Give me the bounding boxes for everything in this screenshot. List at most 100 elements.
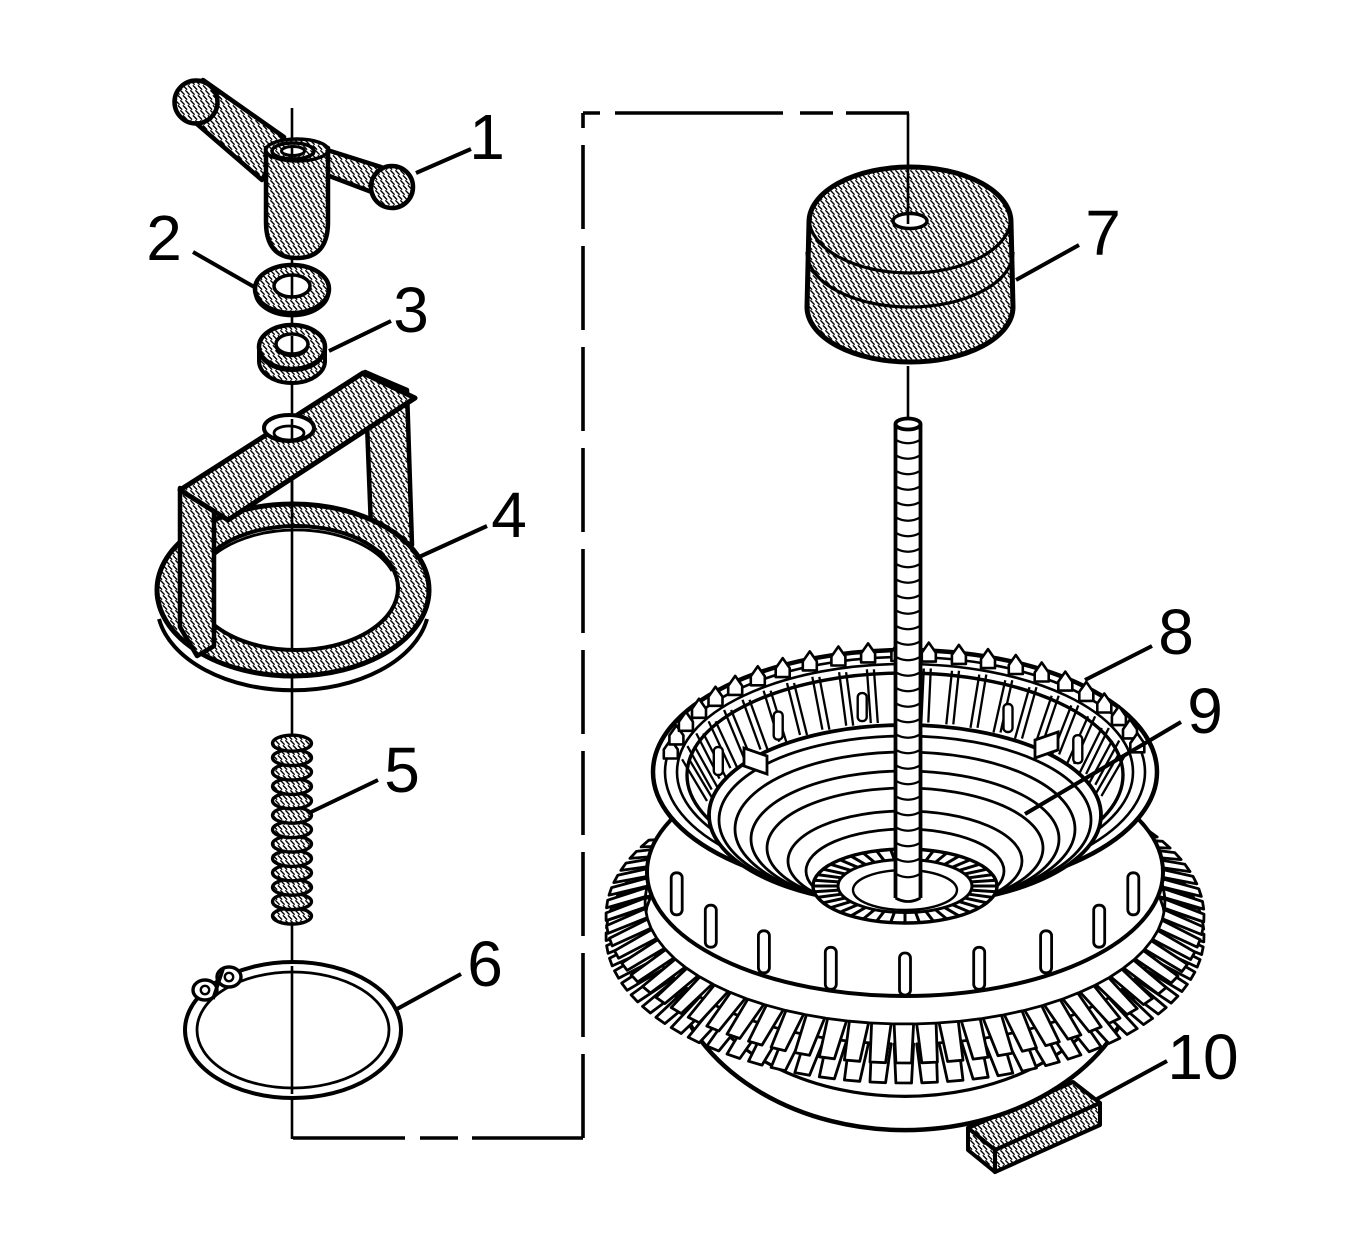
drum-rib <box>1020 686 1038 739</box>
rod-threads <box>895 438 921 879</box>
drum-rib <box>1100 753 1127 797</box>
callout-label-8: 8 <box>1158 596 1194 668</box>
piston-disc-edge-1 <box>807 217 1013 275</box>
bracket-beam <box>177 370 418 523</box>
rim-peg <box>859 642 877 664</box>
wall-slot <box>856 691 868 723</box>
callout-label-1: 1 <box>469 101 505 173</box>
callout-label-3: 3 <box>393 274 429 346</box>
hub-spline-tooth <box>813 888 839 894</box>
callout-label-2: 2 <box>146 202 182 274</box>
rim-peg <box>920 641 938 663</box>
rod-thread <box>895 454 921 460</box>
gear-tooth <box>1162 887 1206 911</box>
callout-label-4: 4 <box>491 479 527 551</box>
hub-spline-tooth <box>964 867 988 876</box>
rim-peg <box>1096 692 1113 714</box>
drum-rib <box>844 672 855 726</box>
rod-thread <box>895 485 921 491</box>
hub-spline-tooth <box>850 906 867 918</box>
threaded-rod <box>893 416 923 903</box>
rod-thread <box>895 872 921 879</box>
drum-rib <box>792 682 809 736</box>
rod-top <box>893 416 923 432</box>
callout-leader-10 <box>1096 1059 1168 1101</box>
rim-peg <box>749 665 767 687</box>
drum-hub <box>811 847 999 925</box>
handle-boss <box>263 145 331 261</box>
callout-leader-7 <box>1015 243 1080 282</box>
gear-tooth <box>1143 939 1189 973</box>
drum-rib <box>1013 686 1031 739</box>
callout-label-10: 10 <box>1167 1021 1238 1093</box>
gear-teeth <box>604 828 1206 1065</box>
drum-rib <box>688 758 715 802</box>
drum-rib <box>723 709 746 759</box>
hub-spline-tooth <box>875 910 886 923</box>
gear-tooth <box>1151 929 1197 961</box>
gear-tooth <box>1023 1004 1061 1048</box>
rim-peg <box>950 643 968 666</box>
bracket-left-leg <box>177 485 217 659</box>
hub-spline-tooth <box>964 896 988 905</box>
piston-disc-edge-2 <box>805 251 1015 309</box>
rod-thread <box>895 609 921 615</box>
snap-ring-lug-hole-right <box>223 971 235 983</box>
callout-leader-2 <box>192 250 257 290</box>
hub-spline-tooth <box>817 873 842 880</box>
drum-rib <box>707 720 732 769</box>
hub-spline-tooth <box>830 862 852 872</box>
rod-thread <box>895 516 921 522</box>
gear-tooth <box>817 1017 848 1061</box>
gear-tooth <box>981 1013 1015 1058</box>
callout-leader-1 <box>415 147 472 175</box>
wall-slot <box>1072 734 1084 765</box>
drum-rib <box>693 745 720 791</box>
rod-thread <box>895 779 921 786</box>
drum-rib <box>681 758 708 802</box>
centerline-overlays <box>290 113 910 1094</box>
bowl-notch-left <box>742 746 769 776</box>
rim-peg <box>707 685 724 708</box>
rod-thread <box>895 469 921 476</box>
rim-peg <box>1033 661 1050 683</box>
gear-tooth <box>654 966 700 1005</box>
hub-spline-tooth <box>914 911 921 924</box>
rim-peg <box>677 710 695 733</box>
wall-slots <box>712 691 1084 777</box>
bracket-ring-innerwall <box>198 528 394 572</box>
hub-spline-tooth <box>934 851 948 864</box>
drum-rib <box>872 669 879 724</box>
callout-label-7: 7 <box>1085 197 1121 269</box>
gear-tooth <box>1122 958 1168 996</box>
rim-peg <box>830 645 847 667</box>
drum-rib <box>1085 727 1110 775</box>
gear-tooth <box>1163 897 1206 924</box>
wall-slot <box>1002 702 1014 734</box>
gear-tooth <box>705 991 747 1033</box>
wall-slot <box>712 745 724 777</box>
bowl-notch-right <box>1033 730 1060 760</box>
rod-thread <box>895 733 921 739</box>
part-8-drum <box>604 416 1206 1133</box>
gear-tooth <box>937 1020 965 1063</box>
hub-spline-tooth <box>850 854 867 866</box>
gear-tooth <box>686 983 730 1025</box>
rim-peg <box>1057 670 1074 692</box>
hub-spline-tooth <box>839 903 859 914</box>
gear-tooth <box>629 948 676 984</box>
part-5-spring <box>270 733 314 926</box>
gear-tooth <box>1002 1009 1038 1053</box>
band-slot <box>703 903 718 949</box>
drum-rib <box>969 674 981 728</box>
gear-tooth <box>725 997 766 1040</box>
wall-slot <box>772 710 784 741</box>
hub-spline-tooth <box>830 900 852 910</box>
rod-thread <box>895 826 921 832</box>
rim-peg <box>801 650 819 672</box>
drum-rib <box>1058 704 1080 755</box>
gear-tooth <box>613 928 659 960</box>
band-slot <box>1039 929 1053 975</box>
gear-tooth-depth <box>1002 1029 1038 1073</box>
